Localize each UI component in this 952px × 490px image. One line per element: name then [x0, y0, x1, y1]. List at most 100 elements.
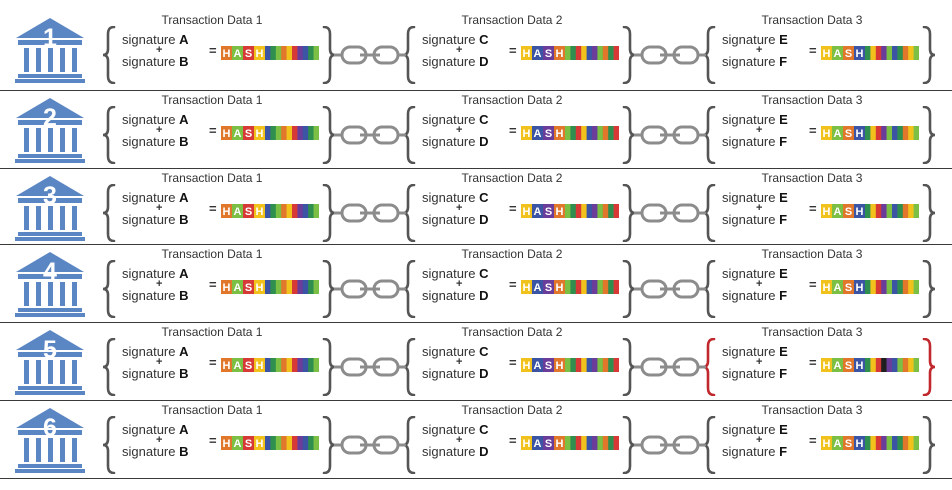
hash-letter: H: [223, 282, 231, 294]
signature-word: signature: [722, 366, 776, 381]
hash-letter: S: [545, 206, 552, 218]
hash-stripe: [292, 46, 298, 60]
signature-letter: E: [779, 32, 788, 47]
hash-letter: A: [834, 438, 842, 450]
hash-stripe: [297, 126, 304, 140]
signature-2: signature F: [722, 212, 787, 227]
hash-letter: H: [223, 438, 231, 450]
hash-stripe: [908, 46, 914, 60]
hash-stripe: [608, 204, 614, 218]
hash-letter: A: [534, 360, 542, 372]
hash-letter: H: [823, 282, 831, 294]
hash-letter-cell: [543, 126, 554, 140]
hash-letter-cell: [532, 280, 543, 294]
hash-letter-cell: [832, 46, 843, 60]
hash-stripe: [870, 280, 877, 294]
hash-stripe: [913, 280, 919, 294]
hash-stripe: [875, 436, 882, 450]
signature-2: signature F: [722, 444, 787, 459]
signature-2: signature F: [722, 366, 787, 381]
hash-stripe: [313, 436, 319, 450]
hash-letter: H: [523, 282, 531, 294]
hash-stripe: [275, 46, 282, 60]
bank-building-icon: 5: [14, 328, 86, 396]
signature-letter: F: [779, 212, 788, 227]
row-divider: [0, 400, 952, 401]
hash-stripe: [570, 436, 577, 450]
hash-letter: H: [556, 438, 564, 450]
hash-letter: H: [223, 48, 231, 60]
plus-sign: +: [756, 356, 763, 368]
row-number: 4: [43, 258, 57, 286]
hash-stripe: [881, 126, 887, 140]
signature-letter: C: [479, 266, 489, 281]
signature-word: signature: [422, 422, 476, 437]
hash-letter-cell: [221, 436, 232, 450]
signature-letter: E: [779, 112, 788, 127]
hash-letter-cell: [521, 280, 532, 294]
hash-letter-cell: [832, 358, 843, 372]
row-divider: [0, 322, 952, 323]
plus-sign: +: [756, 44, 763, 56]
signature-word: signature: [122, 54, 176, 69]
hash-stripe: [297, 358, 304, 372]
plus-sign: +: [156, 44, 163, 56]
hash-stripe: [892, 358, 898, 372]
signature-1: signature A: [122, 190, 189, 205]
signature-word: signature: [722, 32, 776, 47]
chain-link-icon: [334, 356, 406, 378]
signature-word: signature: [722, 134, 776, 149]
signature-letter: F: [779, 288, 788, 303]
row-number: 6: [43, 414, 57, 442]
signature-1: signature A: [122, 422, 189, 437]
hash-stripe: [297, 46, 304, 60]
hash-letter-cell: [832, 126, 843, 140]
signature-letter: B: [179, 134, 189, 149]
signature-word: signature: [422, 112, 476, 127]
hash-stripe: [602, 358, 609, 372]
hash-letter: H: [256, 360, 264, 372]
hash-stripe: [908, 280, 914, 294]
hash-letter-cell: [221, 204, 232, 218]
hash-letter-cell: [543, 358, 554, 372]
signature-word: signature: [422, 32, 476, 47]
hash-letter: H: [823, 360, 831, 372]
hash-letter-cell: [521, 126, 532, 140]
chain-link-icon: [334, 434, 406, 456]
plus-sign: +: [456, 356, 463, 368]
left-brace: [102, 184, 116, 242]
signature-letter: A: [179, 190, 189, 205]
signature-2: signature B: [122, 212, 189, 227]
equals-sign: =: [809, 433, 817, 448]
hash-letter-cell: [843, 358, 854, 372]
hash-stripe: [313, 46, 319, 60]
hash-letter: S: [845, 206, 852, 218]
hash-letter-cell: [821, 46, 832, 60]
right-brace: [922, 26, 936, 84]
equals-sign: =: [209, 355, 217, 370]
signature-word: signature: [422, 54, 476, 69]
block-title: Transaction Data 1: [161, 93, 263, 107]
hash-letter: S: [245, 438, 252, 450]
hash-stripe: [902, 358, 909, 372]
hash-stripe: [865, 436, 871, 450]
signature-letter: B: [179, 366, 189, 381]
hash-stripe: [592, 358, 598, 372]
hash-letter-cell: [254, 280, 265, 294]
hash-stripe: [592, 280, 598, 294]
chain-link-icon: [634, 202, 706, 224]
signature-2: signature D: [422, 366, 489, 381]
hash-letter: H: [856, 48, 864, 60]
signature-2: signature B: [122, 444, 189, 459]
plus-sign: +: [156, 124, 163, 136]
signature-word: signature: [722, 444, 776, 459]
